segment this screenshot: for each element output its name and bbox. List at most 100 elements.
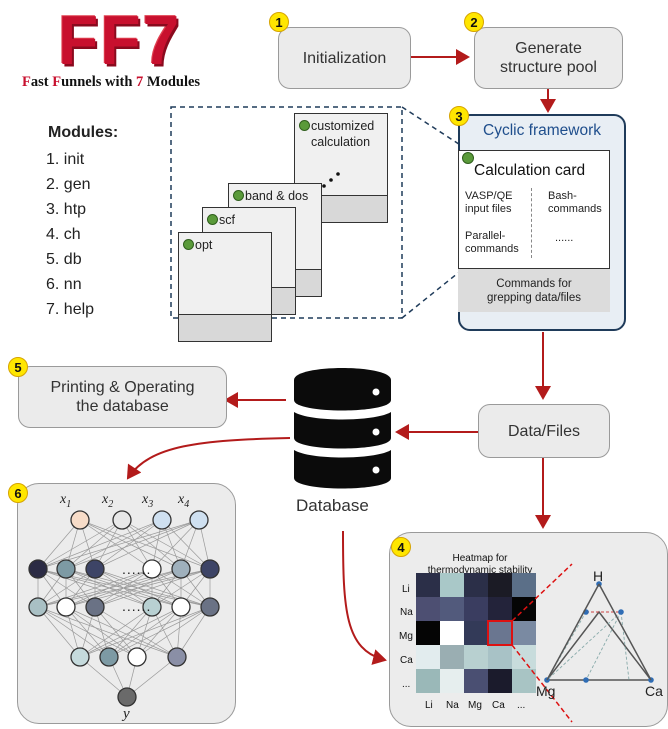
nn-node bbox=[142, 597, 162, 617]
stack-card-label: scf bbox=[219, 213, 235, 227]
footer-line2: grepping data/files bbox=[487, 291, 581, 304]
module-item: 7. help bbox=[46, 301, 95, 318]
nn-edge bbox=[37, 606, 81, 658]
ternary-label-top: H bbox=[593, 568, 604, 584]
step-number-badge: 1 bbox=[269, 12, 289, 32]
ternary-edge-right bbox=[598, 583, 652, 681]
stack-card-footer bbox=[179, 314, 271, 341]
zoom-line-top bbox=[401, 106, 469, 151]
col-label: Li bbox=[425, 700, 433, 711]
initialization-box: Initialization bbox=[278, 27, 411, 89]
step-number-badge: 4 bbox=[391, 537, 411, 557]
output-label-y: y bbox=[123, 706, 130, 722]
heatmap-diagram bbox=[416, 563, 654, 723]
modules-list: 1. init 2. gen 3. htp 4. ch 5. db 6. nn … bbox=[46, 147, 94, 322]
stack-card-opt: opt bbox=[178, 232, 272, 342]
footer-line1: Commands for bbox=[496, 277, 572, 290]
module-item: 5. db bbox=[46, 251, 82, 268]
data-files-box: Data/Files bbox=[478, 404, 610, 458]
step-number-badge: 6 bbox=[8, 483, 28, 503]
heatmap-cell bbox=[464, 669, 488, 693]
nn-node bbox=[171, 559, 191, 579]
stack-card-label: band & dos bbox=[245, 189, 309, 203]
heatmap-cell bbox=[440, 621, 464, 645]
arrow-database-to-nn bbox=[126, 437, 291, 480]
heatmap-cell bbox=[440, 669, 464, 693]
col-label: Ca bbox=[492, 700, 505, 711]
customized-line1: customized bbox=[311, 119, 375, 133]
heatmap-cell bbox=[464, 573, 488, 597]
module-item: 3. htp bbox=[46, 201, 87, 218]
heatmap-cell bbox=[512, 573, 536, 597]
parallel-commands-label: Parallel-commands bbox=[465, 230, 519, 256]
initialization-label: Initialization bbox=[302, 49, 387, 67]
input-label-x3: x3 bbox=[142, 492, 153, 510]
nn-edge bbox=[37, 519, 81, 570]
module-item: 4. ch bbox=[46, 226, 81, 243]
heatmap-cell bbox=[512, 621, 536, 645]
input-label-x2: x2 bbox=[102, 492, 113, 510]
ternary-triangle bbox=[545, 610, 653, 681]
parallel-line1: Parallel- bbox=[465, 230, 506, 242]
ternary-edge-left bbox=[546, 583, 600, 681]
nn-edge bbox=[79, 606, 182, 658]
stack-card-label: customized calculation bbox=[311, 118, 374, 150]
nn-edge bbox=[121, 519, 211, 570]
heatmap-cell bbox=[416, 573, 440, 597]
input-label-x1: x1 bbox=[60, 492, 71, 510]
customized-line2: calculation bbox=[311, 135, 371, 149]
parallel-line2: commands bbox=[465, 243, 519, 255]
nn-edge bbox=[79, 606, 153, 658]
nn-node bbox=[56, 597, 76, 617]
nn-edge bbox=[37, 519, 123, 570]
input-line1: VASP/QE bbox=[465, 190, 513, 202]
heatmap-cell bbox=[440, 597, 464, 621]
nn-node bbox=[99, 647, 119, 667]
heatmap-cell bbox=[416, 621, 440, 645]
row-label: Mg bbox=[399, 631, 413, 642]
nn-edge bbox=[94, 568, 211, 608]
nn-node bbox=[70, 647, 90, 667]
zoom-dash-top bbox=[511, 563, 573, 622]
heatmap-cell bbox=[488, 669, 512, 693]
nn-node bbox=[70, 510, 90, 530]
nn-node bbox=[200, 559, 220, 579]
nn-edge bbox=[79, 519, 182, 570]
generate-label-line2: structure pool bbox=[500, 59, 597, 76]
nn-node bbox=[117, 687, 137, 707]
nn-edge bbox=[65, 606, 178, 658]
heatmap-cell bbox=[512, 669, 536, 693]
input-x2-text: x2 bbox=[102, 492, 114, 510]
heatmap-cell bbox=[512, 645, 536, 669]
nn-edge bbox=[65, 519, 200, 570]
nn-edge bbox=[151, 568, 211, 608]
database-icon bbox=[294, 368, 391, 489]
heatmap-cell bbox=[440, 573, 464, 597]
tagline-seven: 7 bbox=[136, 74, 144, 90]
heatmap-cell bbox=[416, 645, 440, 669]
input-x4-text: x4 bbox=[178, 492, 190, 510]
heatmap-cell bbox=[464, 621, 488, 645]
card-ellipsis: ...... bbox=[555, 232, 574, 244]
nn-node bbox=[127, 647, 147, 667]
nn-node bbox=[171, 597, 191, 617]
zoom-dash-bottom bbox=[511, 644, 573, 723]
ternary-point bbox=[583, 677, 589, 683]
nn-edge bbox=[37, 519, 163, 570]
tagline-f2: F bbox=[52, 74, 62, 90]
data-files-label: Data/Files bbox=[507, 422, 581, 440]
ternary-tie-line bbox=[620, 611, 630, 681]
input-label-x4: x4 bbox=[178, 492, 189, 510]
nn-edge bbox=[65, 519, 123, 570]
card-status-dot bbox=[207, 214, 218, 225]
hidden-ellipsis-2: ...... bbox=[122, 598, 152, 614]
nn-node bbox=[152, 510, 172, 530]
module-item: 2. gen bbox=[46, 176, 91, 193]
col-label: Mg bbox=[468, 700, 482, 711]
nn-edge bbox=[126, 656, 178, 698]
heatmap-cell bbox=[464, 597, 488, 621]
row-label: Li bbox=[402, 584, 410, 595]
generate-label-line1: Generate bbox=[515, 40, 582, 57]
